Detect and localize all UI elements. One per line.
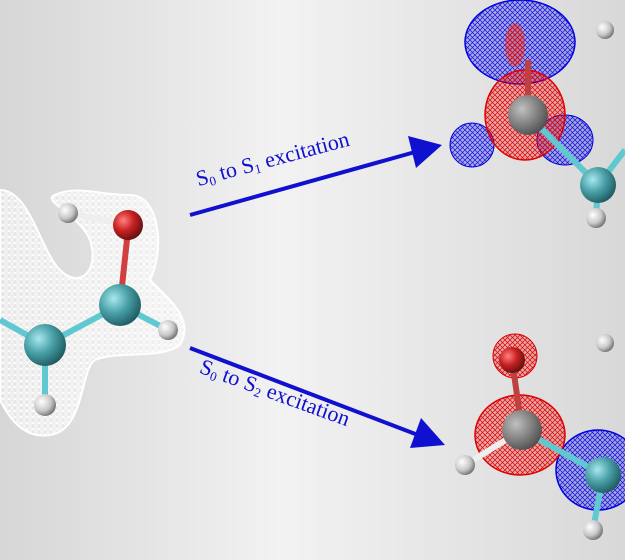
s2-density-molecule — [455, 333, 625, 540]
arrow-s1 — [189, 136, 442, 217]
carbon-atom — [24, 324, 66, 366]
carbon-atom — [99, 284, 141, 326]
oxygen-atom — [113, 210, 143, 240]
ground-state-molecule — [0, 188, 186, 437]
hydrogen-atom — [58, 203, 78, 223]
hydrogen-atom — [158, 320, 178, 340]
s1-density-molecule — [449, 0, 625, 228]
hydrogen-atom — [34, 394, 56, 416]
arrow-s2 — [189, 346, 445, 448]
